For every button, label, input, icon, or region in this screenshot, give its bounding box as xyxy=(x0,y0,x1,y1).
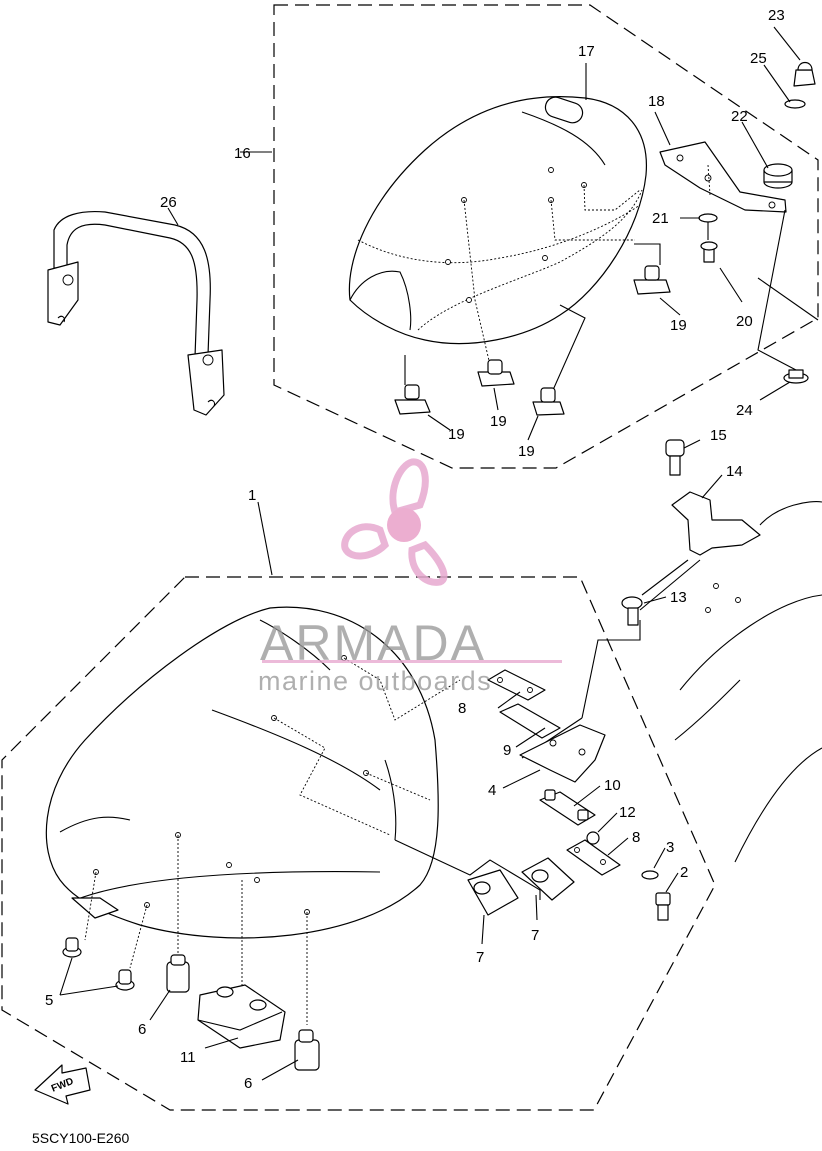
callout-20: 20 xyxy=(736,313,753,330)
drawing-code: 5SCY100-E260 xyxy=(32,1130,130,1146)
leader-lines xyxy=(59,26,801,1081)
callout-8-lower: 8 xyxy=(632,829,640,846)
passenger-hardware-guides xyxy=(707,209,819,371)
collar-part-12 xyxy=(586,831,600,845)
seat-clip-part-19-center xyxy=(477,359,515,387)
callout-9: 9 xyxy=(503,742,511,759)
bolt-part-13 xyxy=(621,596,643,626)
callout-17: 17 xyxy=(578,43,595,60)
nut-plate-part-10 xyxy=(539,789,596,826)
plate-part-9 xyxy=(499,703,561,739)
callout-19-center: 19 xyxy=(490,413,507,430)
callout-23: 23 xyxy=(768,7,785,24)
washer-part-3 xyxy=(641,870,659,880)
passenger-seat-group-outline xyxy=(273,4,819,469)
grab-bar-part-26 xyxy=(47,210,225,416)
callout-7-left: 7 xyxy=(476,949,484,966)
armada-propeller-logo xyxy=(341,458,448,586)
washer-part-25 xyxy=(784,99,806,109)
bolt-part-2 xyxy=(655,892,671,921)
clip-part-7-right xyxy=(521,857,575,901)
bolt-part-20 xyxy=(700,241,718,263)
rider-seat-part-1 xyxy=(45,606,439,939)
plate-part-8-lower xyxy=(566,839,621,876)
callout-11: 11 xyxy=(180,1049,196,1066)
clip-part-7-left xyxy=(467,869,519,916)
callout-6-left: 6 xyxy=(138,1021,146,1038)
bolt-part-5-left xyxy=(62,937,82,958)
callout-16: 16 xyxy=(234,145,251,162)
callout-13: 13 xyxy=(670,589,687,606)
washer-part-21 xyxy=(698,213,718,223)
callout-12: 12 xyxy=(619,804,636,821)
callout-14: 14 xyxy=(726,463,743,480)
grommet-part-22 xyxy=(763,163,793,189)
damper-part-6-left xyxy=(166,954,190,993)
seat-bracket-part-18 xyxy=(659,141,787,213)
bolt-part-5-right xyxy=(115,969,135,991)
bracket-part-4 xyxy=(519,724,606,783)
callout-25: 25 xyxy=(750,50,767,67)
watermark-underline xyxy=(262,660,562,663)
cap-nut-part-23 xyxy=(793,61,816,87)
plate-part-8-upper xyxy=(487,669,546,701)
passenger-seat-fastener-guides xyxy=(404,184,661,391)
callout-18: 18 xyxy=(648,93,665,110)
callout-19-right: 19 xyxy=(518,443,535,460)
callout-19-upper: 19 xyxy=(670,317,687,334)
seat-clip-part-19-right xyxy=(532,387,565,416)
damper-part-6-right xyxy=(294,1029,320,1071)
callout-2: 2 xyxy=(680,864,688,881)
part-callouts: 1 2 3 4 5 6 6 7 7 8 8 9 10 11 12 13 14 1… xyxy=(45,7,785,1092)
seat-clip-part-19-upper xyxy=(633,265,671,295)
callout-8-upper: 8 xyxy=(458,700,466,717)
seat-clip-part-19-left xyxy=(394,384,431,415)
bolt-part-15 xyxy=(665,439,685,476)
callout-26: 26 xyxy=(160,194,177,211)
rider-seat-group-outline xyxy=(1,576,716,1111)
callout-10: 10 xyxy=(604,777,621,794)
callout-5: 5 xyxy=(45,992,53,1009)
passenger-seat-part-17 xyxy=(348,96,648,345)
callout-6-right: 6 xyxy=(244,1075,252,1092)
callout-19-left: 19 xyxy=(448,426,465,443)
callout-3: 3 xyxy=(666,839,674,856)
watermark-tagline: marine outboards xyxy=(258,666,492,696)
rear-fender-outline xyxy=(674,501,822,863)
callout-22: 22 xyxy=(731,108,748,125)
callout-15: 15 xyxy=(710,427,727,444)
forward-direction-arrow: FWD xyxy=(34,1064,91,1105)
callout-21: 21 xyxy=(652,210,669,227)
callout-1: 1 xyxy=(248,487,256,504)
callout-4: 4 xyxy=(488,782,496,799)
rider-seat-fastener-guides xyxy=(84,620,641,1025)
nut-part-24 xyxy=(783,369,809,384)
bracket-part-14 xyxy=(639,491,761,613)
bracket-part-11 xyxy=(197,984,286,1049)
callout-24: 24 xyxy=(736,402,753,419)
callout-7-right: 7 xyxy=(531,927,539,944)
